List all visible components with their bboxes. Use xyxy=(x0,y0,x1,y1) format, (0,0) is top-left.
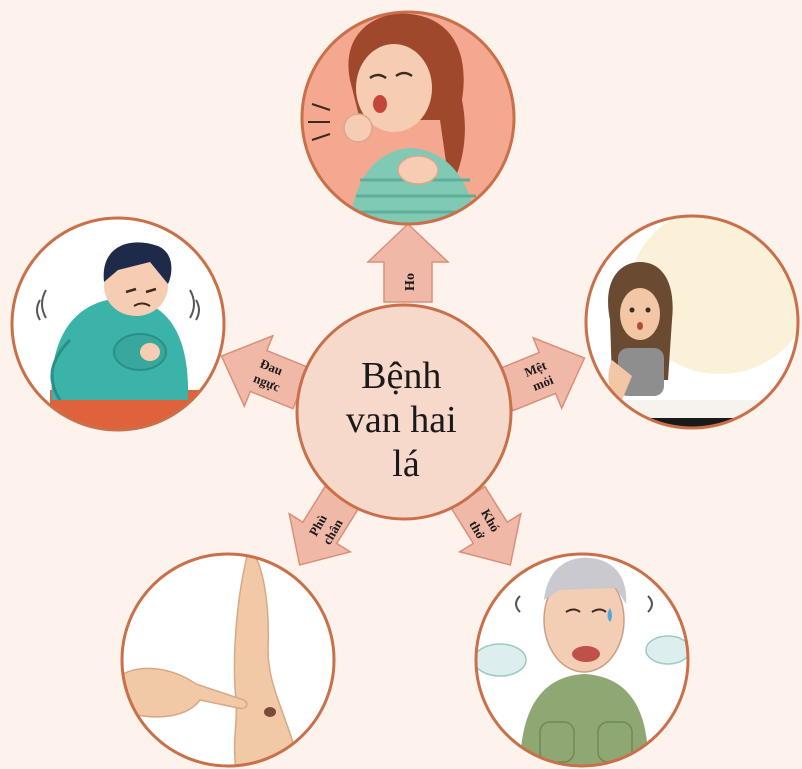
illustration-coughing-woman xyxy=(300,10,520,230)
arrow-label-ho: Ho xyxy=(403,273,418,291)
illustration-tired-woman xyxy=(580,206,802,440)
center-node: Bệnh van hai lá xyxy=(297,305,511,519)
illustration-chest-pain-man xyxy=(12,218,224,440)
illustration-swollen-foot xyxy=(120,550,334,769)
arrow-ho: Ho xyxy=(368,224,448,302)
illustration-breathless-old-man xyxy=(474,554,690,769)
